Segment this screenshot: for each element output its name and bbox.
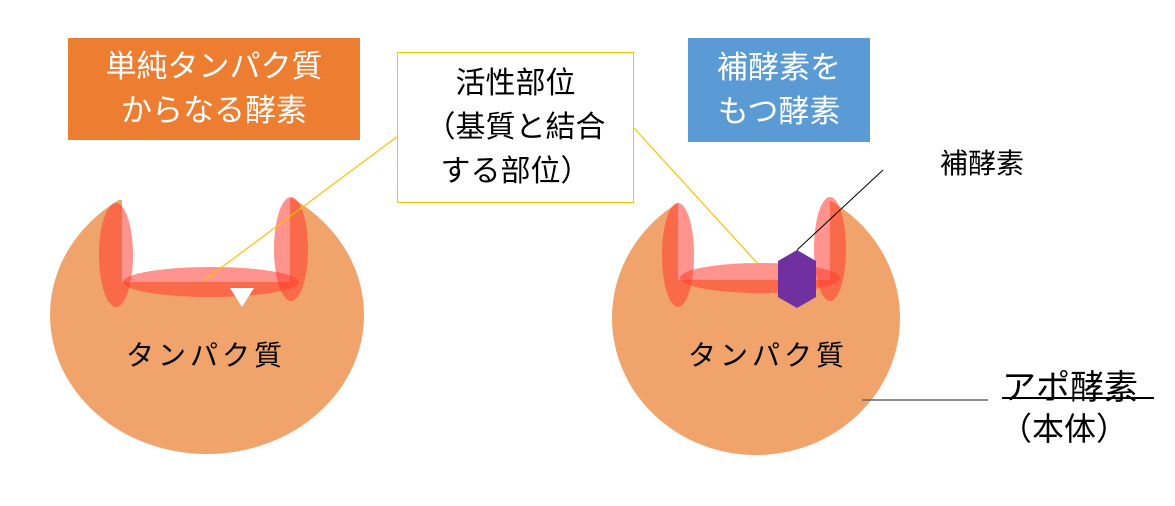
left-active-site-pillar-left bbox=[99, 203, 133, 307]
apoenzyme-sub-label: （本体） bbox=[1000, 410, 1129, 448]
title-line: 補酵素を bbox=[717, 50, 841, 86]
active-site-callout: 活性部位 （基質と結合する部位） bbox=[397, 52, 634, 203]
left-protein-label: タンパク質 bbox=[126, 339, 287, 372]
apoenzyme-label: アポ酵素 bbox=[1002, 368, 1138, 408]
coenzyme-hexagon bbox=[778, 250, 816, 308]
right-protein-body bbox=[612, 198, 900, 455]
title-line: もつ酵素 bbox=[717, 94, 841, 130]
coenzyme-leader bbox=[796, 169, 884, 251]
coenzyme-label: 補酵素 bbox=[940, 147, 1025, 180]
title-line: からなる酵素 bbox=[121, 93, 307, 129]
left-substrate-notch bbox=[230, 288, 254, 307]
callout-line: する部位） bbox=[440, 153, 591, 189]
simple-protein-enzyme-title: 単純タンパク質からなる酵素 bbox=[68, 38, 360, 140]
coenzyme-enzyme-title: 補酵素をもつ酵素 bbox=[688, 38, 870, 142]
active-site-leader-right bbox=[633, 127, 759, 265]
left-protein-body bbox=[50, 198, 364, 454]
right-active-site-pillar-left bbox=[662, 203, 694, 307]
left-active-site-floor bbox=[123, 267, 299, 297]
right-protein-label: タンパク質 bbox=[688, 339, 849, 372]
callout-line: 活性部位 bbox=[455, 65, 576, 101]
callout-line: （基質と結合 bbox=[425, 109, 606, 145]
active-site-leader-left bbox=[205, 135, 399, 280]
title-line: 単純タンパク質 bbox=[105, 49, 323, 85]
